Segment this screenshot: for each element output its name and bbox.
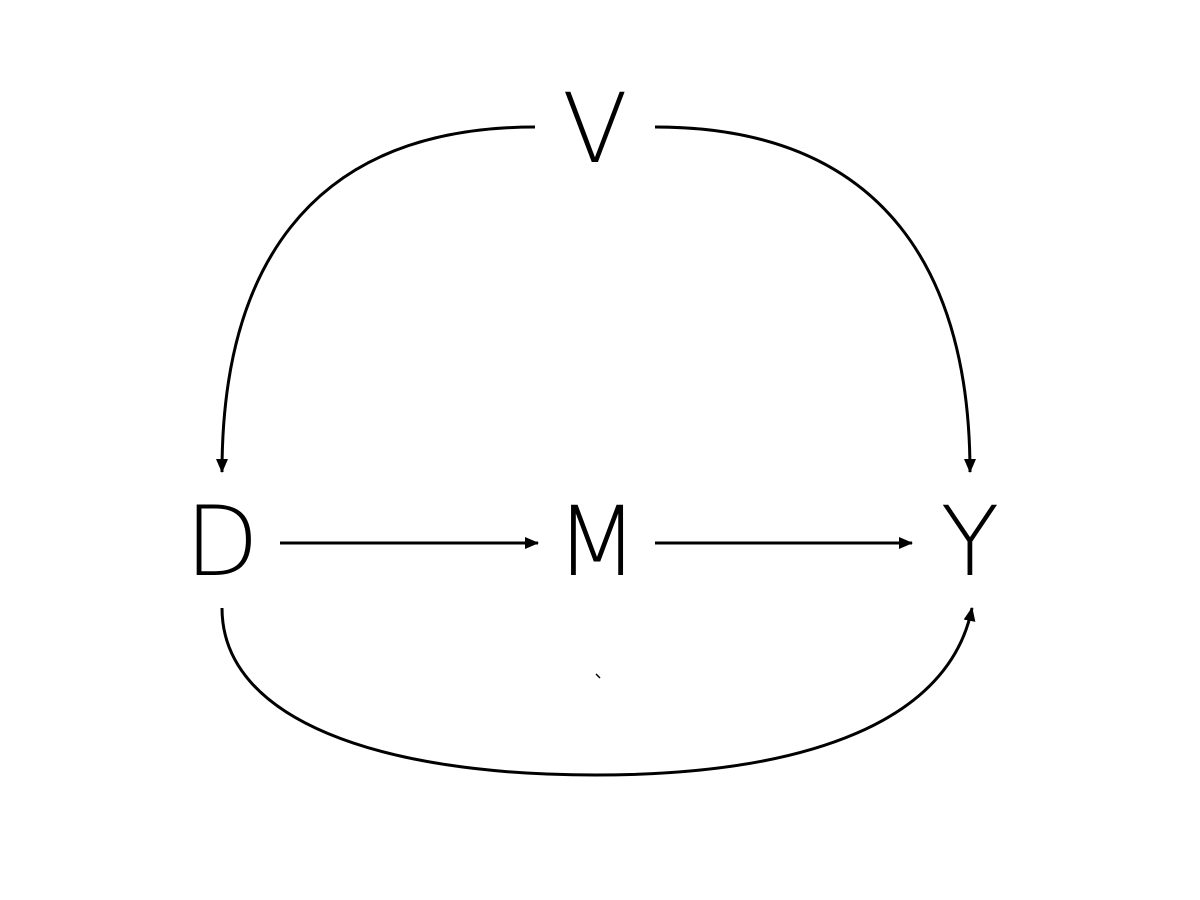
node-y-label: Y	[941, 486, 1000, 598]
node-m-label: M	[556, 486, 639, 598]
node-v-label: V	[562, 73, 628, 185]
edge-v-to-y	[654, 125, 976, 473]
edge-d-to-y	[220, 607, 976, 777]
stray-mark	[595, 673, 601, 679]
node-d-label: D	[185, 486, 259, 598]
edge-v-to-d	[216, 125, 536, 473]
